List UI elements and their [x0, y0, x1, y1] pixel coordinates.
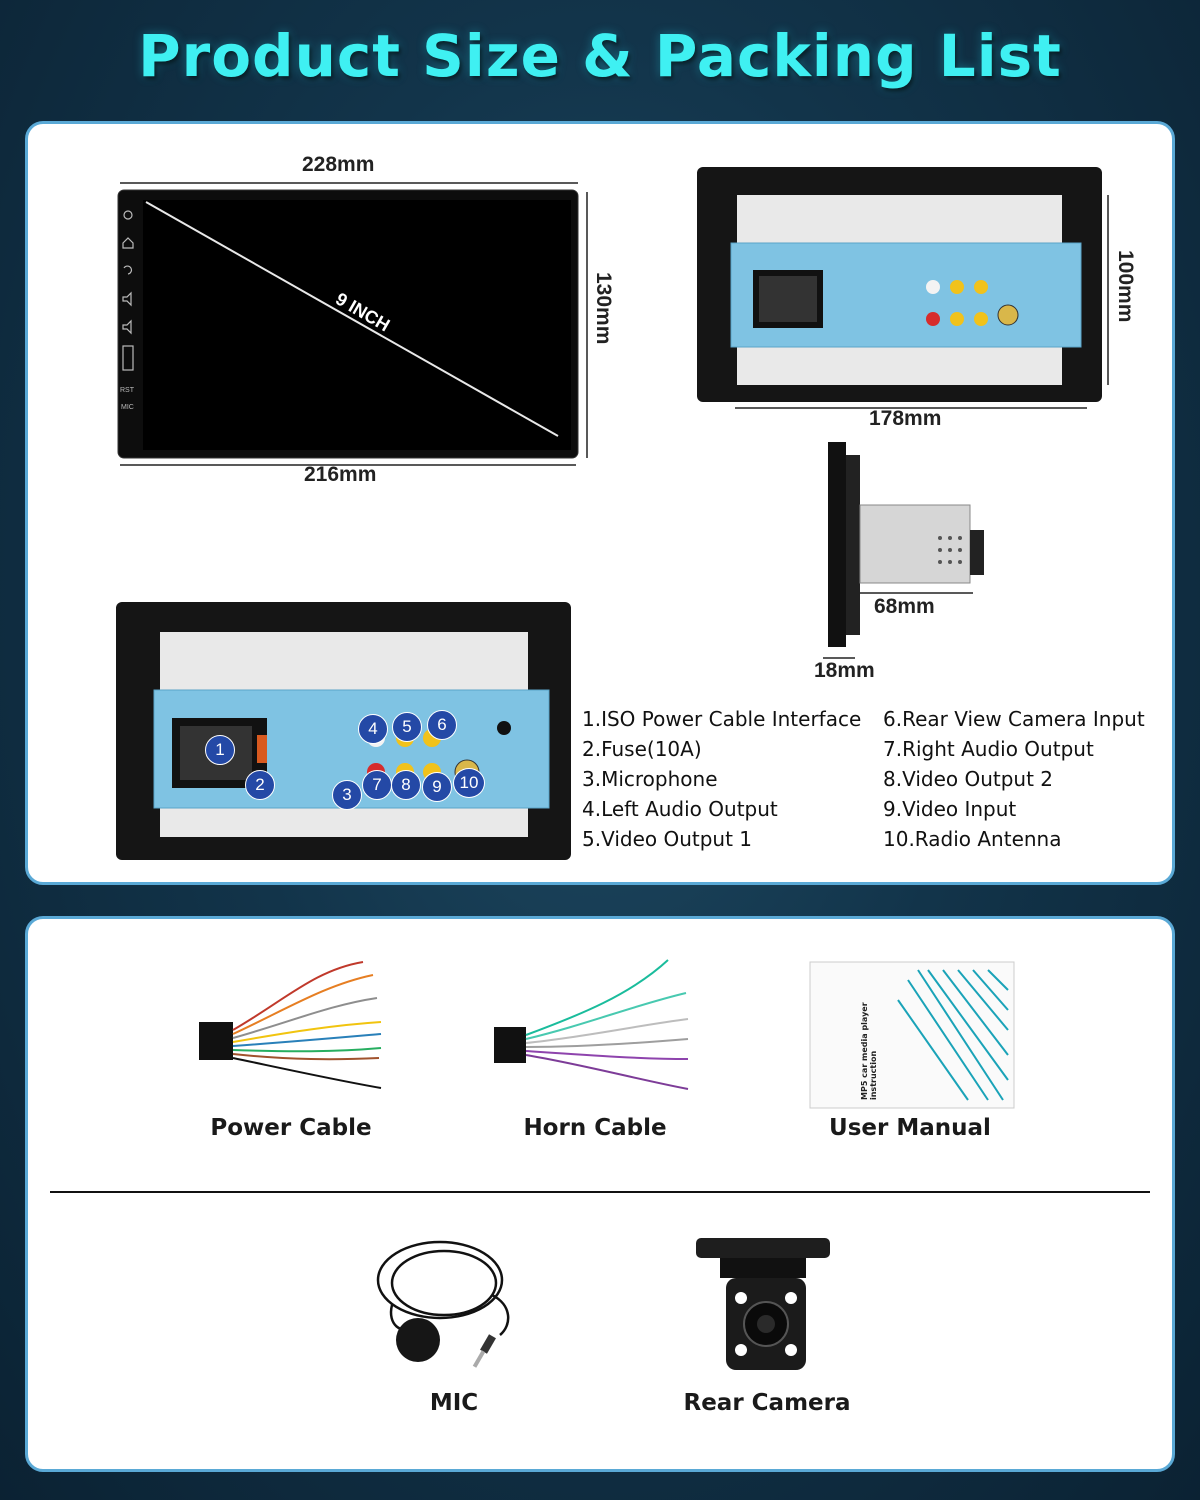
legend-item-4: 4.Left Audio Output: [582, 797, 778, 821]
legend-item-8: 8.Video Output 2: [883, 767, 1054, 791]
port-badge-1: 1: [205, 735, 235, 765]
mic-image: [376, 1240, 510, 1368]
port-badge-4: 4: [358, 714, 388, 744]
legend-item-5: 5.Video Output 1: [582, 827, 753, 851]
legend-item-7: 7.Right Audio Output: [883, 737, 1094, 761]
port-badge-10: 10: [453, 768, 485, 798]
front-screen-diagram: [117, 182, 588, 466]
port-badge-2: 2: [245, 770, 275, 800]
horn-cable-image: [494, 959, 689, 1090]
back-width-label: 178mm: [869, 407, 942, 430]
port-badge-9: 9: [422, 772, 452, 802]
packing-divider: [50, 1191, 1150, 1193]
port-badge-7: 7: [362, 770, 392, 800]
user-manual-label: User Manual: [829, 1115, 991, 1141]
legend-item-10: 10.Radio Antenna: [883, 827, 1062, 851]
legend-item-6: 6.Rear View Camera Input: [883, 707, 1145, 731]
legend-item-2: 2.Fuse(10A): [582, 737, 702, 761]
mic-label: MIC: [121, 404, 134, 411]
port-badge-3: 3: [332, 780, 362, 810]
user-manual-cover-text: MP5 car media player instruction: [860, 1002, 878, 1100]
rear-camera-image: [696, 1238, 830, 1370]
mic-label: MIC: [429, 1390, 479, 1416]
height-label: 130mm: [592, 272, 615, 345]
legend-item-9: 9.Video Input: [883, 797, 1017, 821]
back-view-diagram: [697, 167, 1109, 409]
bottom-width-label: 216mm: [304, 463, 377, 486]
port-badge-8: 8: [391, 770, 421, 800]
depth-label: 68mm: [874, 595, 935, 618]
legend-item-1: 1.ISO Power Cable Interface: [582, 707, 862, 731]
port-badge-5: 5: [392, 712, 422, 742]
power-cable-image: [199, 961, 382, 1089]
power-cable-label: Power Cable: [210, 1115, 372, 1141]
side-view-diagram: [823, 442, 984, 659]
legend-item-3: 3.Microphone: [582, 767, 718, 791]
back-height-label: 100mm: [1114, 250, 1137, 323]
user-manual-image: [809, 961, 1015, 1109]
page-title: Product Size & Packing List: [138, 22, 1062, 90]
rst-button-label: RST: [120, 387, 134, 394]
ports-diagram: [116, 602, 571, 860]
rear-camera-label: Rear Camera: [683, 1390, 851, 1416]
panel-depth-label: 18mm: [814, 659, 875, 682]
port-badge-6: 6: [427, 710, 457, 740]
horn-cable-label: Horn Cable: [523, 1115, 667, 1141]
top-width-label: 228mm: [302, 153, 375, 176]
